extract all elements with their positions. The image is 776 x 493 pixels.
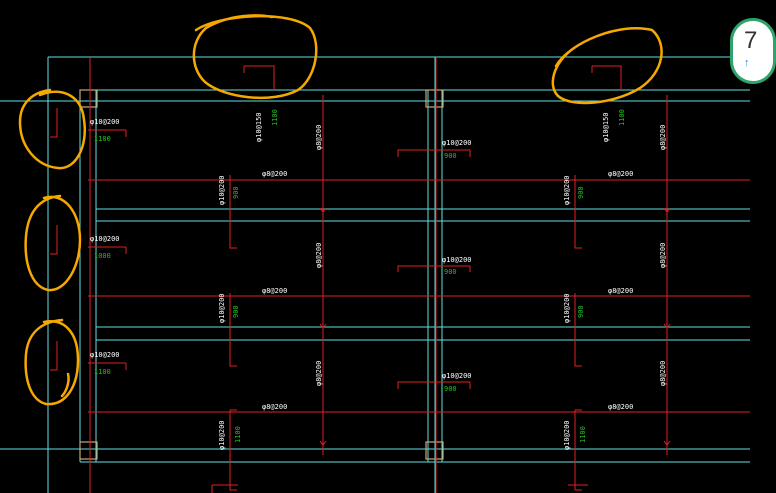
label-top-slab-left-len: 1100 xyxy=(94,135,111,143)
rebar-arrows xyxy=(319,207,671,446)
label-vb2-len: 1100 xyxy=(579,426,587,443)
highlight-annotations xyxy=(18,14,663,406)
label-v5: φ8@200 xyxy=(315,361,323,386)
label-h-i: φ8@200 xyxy=(608,403,633,411)
highlight-circle-top-left-beam xyxy=(192,14,318,100)
label-top-beam-1: φ10@150 xyxy=(255,112,263,142)
label-h-a-len: 900 xyxy=(444,152,457,160)
label-h-g: φ8@200 xyxy=(608,287,633,295)
label-va2: φ10@200 xyxy=(563,175,571,205)
label-h-h: φ8@200 xyxy=(262,403,287,411)
label-bot-slab-left-len: 1100 xyxy=(94,368,111,376)
label-h-d: φ8@200 xyxy=(262,170,287,178)
label-h-f: φ8@200 xyxy=(262,287,287,295)
label-va2-len: 900 xyxy=(577,186,585,199)
label-va1: φ10@200 xyxy=(218,175,226,205)
label-top-slab-left: φ10@200 xyxy=(90,118,120,126)
label-v6: φ8@200 xyxy=(659,361,667,386)
label-va4-len: 900 xyxy=(577,305,585,318)
label-mid-slab-left: φ10@200 xyxy=(90,235,120,243)
badge-number: 7 xyxy=(744,27,758,54)
cad-drawing-canvas[interactable]: φ10@200 1100 φ10@200 1000 φ10@200 1100 φ… xyxy=(0,0,750,493)
rebar-labels: φ10@200 1100 φ10@200 1000 φ10@200 1100 φ… xyxy=(90,118,633,411)
label-v4: φ8@200 xyxy=(659,243,667,268)
status-badge[interactable]: 7 ↑ xyxy=(730,18,776,84)
label-h-b: φ10@200 xyxy=(442,256,472,264)
highlight-circle-top-right-beam xyxy=(551,27,663,105)
label-v2: φ8@200 xyxy=(659,125,667,150)
label-va3: φ10@200 xyxy=(218,293,226,323)
label-va1-len: 900 xyxy=(232,186,240,199)
rebar-lines xyxy=(50,57,750,493)
columns xyxy=(79,89,444,460)
highlight-circle-left-middle xyxy=(24,194,82,292)
label-v1: φ8@200 xyxy=(315,125,323,150)
label-bot-slab-left: φ10@200 xyxy=(90,351,120,359)
label-h-b-len: 900 xyxy=(444,268,457,276)
label-va4: φ10@200 xyxy=(563,293,571,323)
label-v3: φ8@200 xyxy=(315,243,323,268)
arrow-up-icon: ↑ xyxy=(744,57,750,69)
highlight-circle-left-bottom xyxy=(24,318,80,406)
label-h-c: φ10@200 xyxy=(442,372,472,380)
label-h-a: φ10@200 xyxy=(442,139,472,147)
label-va3-len: 900 xyxy=(232,305,240,318)
highlight-circle-left-top xyxy=(18,88,87,170)
label-mid-slab-left-len: 1000 xyxy=(94,252,111,260)
label-vb2: φ10@200 xyxy=(563,420,571,450)
label-top-beam-2: φ10@150 xyxy=(602,112,610,142)
label-h-c-len: 900 xyxy=(444,385,457,393)
rebar-labels-vertical: φ10@150 1100 φ10@150 1100 φ8@200 φ8@200 … xyxy=(218,109,667,450)
label-h-e: φ8@200 xyxy=(608,170,633,178)
label-top-beam-2-len: 1100 xyxy=(618,109,626,126)
label-vb1: φ10@200 xyxy=(218,420,226,450)
axis-lines xyxy=(0,56,750,493)
label-vb1-len: 1100 xyxy=(234,426,242,443)
label-top-beam-1-len: 1100 xyxy=(271,109,279,126)
